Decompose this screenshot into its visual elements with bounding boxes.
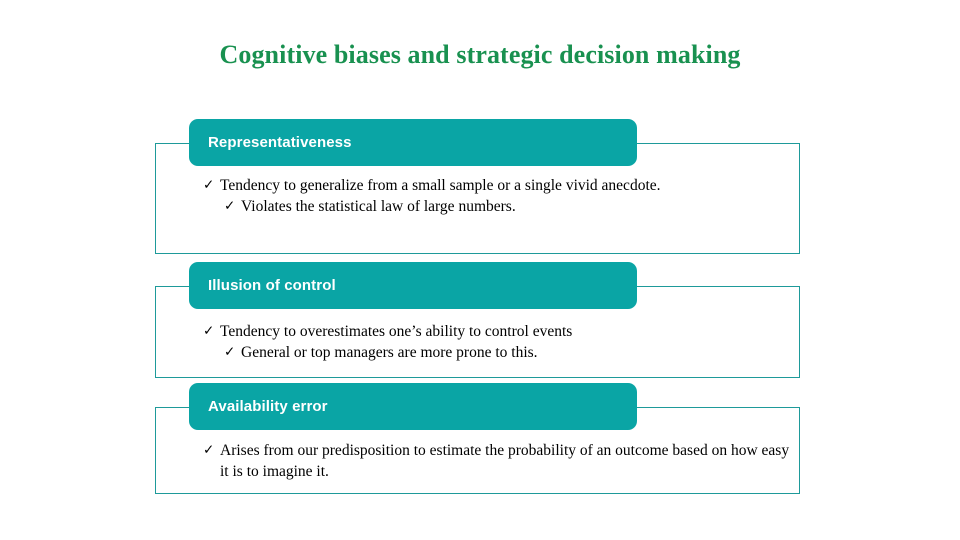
list-item-text: Arises from our predisposition to estima… bbox=[220, 442, 790, 480]
checkmark-icon: ✓ bbox=[203, 177, 215, 193]
list-item: ✓ General or top managers are more prone… bbox=[155, 342, 800, 363]
block-header-label: Availability error bbox=[208, 398, 328, 415]
list-item-text: General or top managers are more prone t… bbox=[241, 344, 538, 361]
list-item-text: Tendency to generalize from a small samp… bbox=[220, 177, 661, 194]
checkmark-icon: ✓ bbox=[224, 198, 236, 214]
block-body: ✓ Tendency to generalize from a small sa… bbox=[155, 175, 800, 217]
block-header-availability-error[interactable]: Availability error bbox=[189, 383, 637, 430]
checkmark-icon: ✓ bbox=[203, 323, 215, 339]
block-body: ✓ Arises from our predisposition to esti… bbox=[155, 440, 800, 482]
list-item: ✓ Arises from our predisposition to esti… bbox=[155, 440, 800, 482]
block-header-illusion-of-control[interactable]: Illusion of control bbox=[189, 262, 637, 309]
block-header-representativeness[interactable]: Representativeness bbox=[189, 119, 637, 166]
checkmark-icon: ✓ bbox=[203, 442, 215, 458]
block-header-label: Representativeness bbox=[208, 134, 352, 151]
list-item: ✓ Tendency to overestimates one’s abilit… bbox=[155, 321, 800, 342]
block-header-label: Illusion of control bbox=[208, 277, 336, 294]
block-body: ✓ Tendency to overestimates one’s abilit… bbox=[155, 321, 800, 363]
list-item: ✓ Tendency to generalize from a small sa… bbox=[155, 175, 800, 196]
list-item-text: Violates the statistical law of large nu… bbox=[241, 198, 516, 215]
checkmark-icon: ✓ bbox=[224, 344, 236, 360]
list-item-text: Tendency to overestimates one’s ability … bbox=[220, 323, 573, 340]
page-title: Cognitive biases and strategic decision … bbox=[219, 40, 741, 69]
list-item: ✓ Violates the statistical law of large … bbox=[155, 196, 800, 217]
